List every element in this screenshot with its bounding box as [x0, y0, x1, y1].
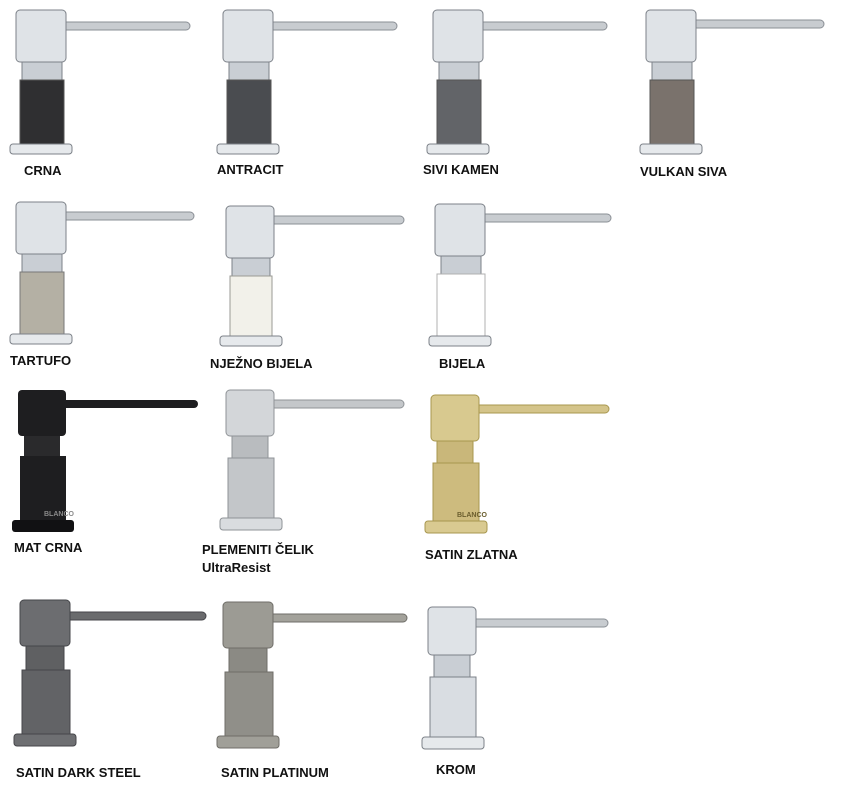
product-label-njezno-bijela: NJEŽNO BIJELA — [210, 356, 313, 371]
product-mat-crna: BLANCO MAT CRNA — [10, 388, 210, 563]
soap-dispenser-bijela-image — [428, 203, 612, 347]
product-label-vulkan-siva: VULKAN SIVA — [640, 164, 728, 179]
soap-dispenser-antracit-image — [216, 9, 398, 155]
product-label-satin-dark-steel: SATIN DARK STEEL — [16, 765, 141, 780]
soap-dispenser-satin-zlatna-image: BLANCO — [424, 394, 610, 534]
product-label-satin-platinum: SATIN PLATINUM — [221, 765, 329, 780]
product-label-plemeniti-celik-line2: UltraResist — [202, 560, 271, 575]
soap-dispenser-vulkan-siva-image — [639, 9, 825, 155]
product-antracit: ANTRACIT — [215, 8, 415, 183]
product-label-mat-crna: MAT CRNA — [14, 540, 83, 555]
brand-mark-text-gold: BLANCO — [457, 512, 487, 519]
product-satin-platinum: SATIN PLATINUM — [213, 601, 413, 792]
product-label-tartufo: TARTUFO — [10, 353, 72, 368]
product-plemeniti-celik: PLEMENITI ČELIK UltraResist — [202, 388, 418, 578]
product-satin-dark-steel: SATIN DARK STEEL — [12, 599, 212, 790]
soap-dispenser-mat-crna-image: BLANCO — [12, 390, 198, 532]
brand-mark-text: BLANCO — [44, 511, 74, 518]
soap-dispenser-tartufo-image — [9, 201, 195, 345]
product-vulkan-siva: VULKAN SIVA — [638, 9, 838, 185]
soap-dispenser-satin-platinum-image — [216, 601, 408, 749]
product-label-krom: KROM — [436, 762, 476, 777]
product-crna: CRNA — [8, 8, 208, 183]
product-tartufo: TARTUFO — [8, 200, 208, 375]
product-krom: KROM — [420, 606, 620, 782]
soap-dispenser-plemeniti-celik-image — [219, 389, 405, 531]
soap-dispenser-krom-image — [421, 606, 609, 750]
product-sivi-kamen: SIVI KAMEN — [423, 8, 625, 183]
product-label-sivi-kamen: SIVI KAMEN — [423, 162, 499, 177]
soap-dispenser-satin-dark-steel-image — [13, 599, 207, 747]
soap-dispenser-sivi-kamen-image — [426, 9, 608, 155]
product-label-bijela: BIJELA — [439, 356, 486, 371]
soap-dispenser-crna-image — [9, 9, 191, 155]
product-label-plemeniti-celik: PLEMENITI ČELIK — [202, 542, 314, 557]
product-label-crna: CRNA — [24, 163, 62, 178]
product-bijela: BIJELA — [425, 203, 625, 379]
product-label-antracit: ANTRACIT — [217, 162, 284, 177]
product-satin-zlatna: BLANCO SATIN ZLATNA — [423, 393, 623, 568]
product-label-satin-zlatna: SATIN ZLATNA — [425, 547, 518, 562]
soap-dispenser-njezno-bijela-image — [219, 205, 405, 347]
product-njezno-bijela: NJEŽNO BIJELA — [210, 204, 412, 379]
